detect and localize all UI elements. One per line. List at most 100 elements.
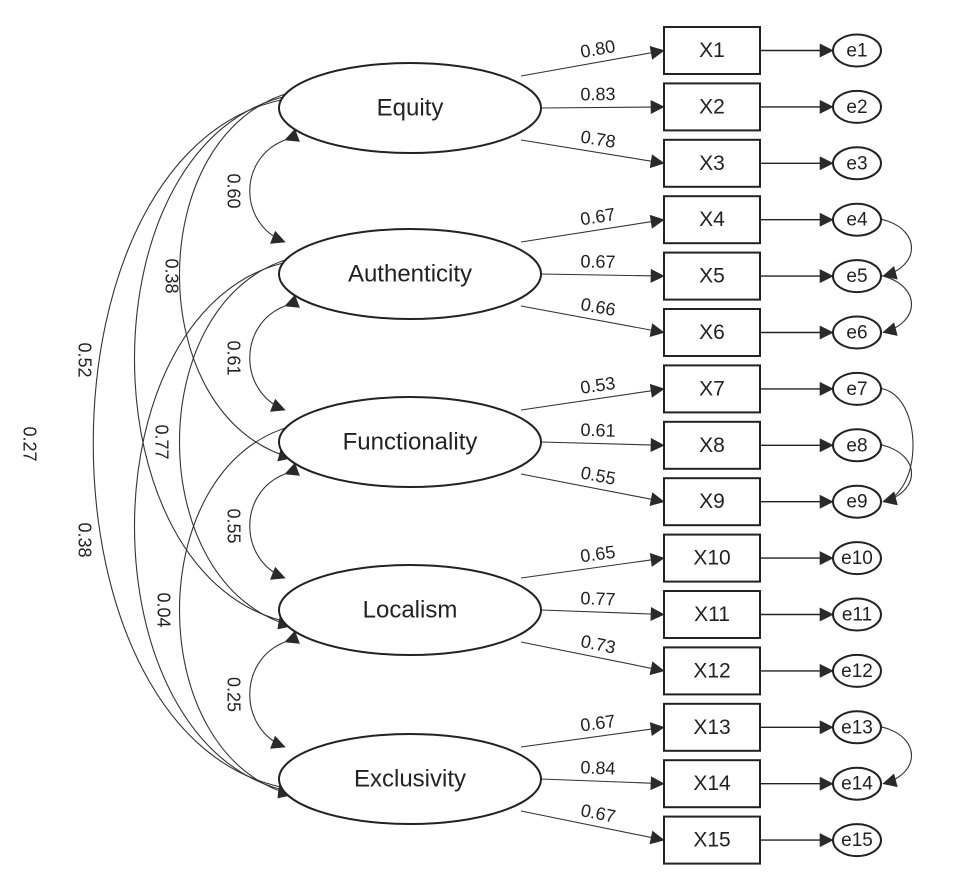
loading-path-X8 <box>540 437 665 452</box>
error-covariance-e13-e14 <box>868 717 912 788</box>
loading-path-X7 <box>520 383 665 411</box>
indicator-label-X1: X1 <box>699 39 725 62</box>
error-label-e11: e11 <box>842 605 872 626</box>
indicator-label-X10: X10 <box>693 547 730 570</box>
error-label-e6: e6 <box>846 323 867 344</box>
error-label-e1: e1 <box>846 41 867 62</box>
indicator-box-X13 <box>663 702 761 752</box>
error-label-e4: e4 <box>846 210 868 231</box>
error-label-e2: e2 <box>846 97 867 118</box>
correlation-path-functionality-localism <box>249 462 300 580</box>
indicator-box-X14 <box>663 759 761 809</box>
error-label-e10: e10 <box>841 548 873 569</box>
loading-value-X15: 0.67 <box>579 800 617 827</box>
loading-value-X11: 0.77 <box>580 588 616 609</box>
loading-path-X14 <box>540 776 665 791</box>
loading-path-X15 <box>520 810 665 845</box>
correlation-path-authenticity-functionality <box>249 294 300 412</box>
error-label-e9: e9 <box>846 492 867 513</box>
loading-path-X11 <box>540 607 665 622</box>
error-term-e13 <box>832 710 882 745</box>
error-covariance-layer <box>868 209 914 788</box>
error-label-e5: e5 <box>846 266 867 287</box>
loading-path-X2 <box>540 100 665 115</box>
latent-label-localism: Localism <box>363 596 458 623</box>
loading-value-X6: 0.66 <box>579 294 617 320</box>
indicator-label-X7: X7 <box>699 377 725 400</box>
correlation-value-authenticity-functionality: 0.61 <box>223 340 243 375</box>
loading-path-X10 <box>520 552 665 579</box>
error-term-e14 <box>832 766 882 801</box>
error-term-e10 <box>832 541 882 576</box>
indicator-box-X10 <box>663 533 761 583</box>
correlation-path-authenticity-localism <box>179 247 307 630</box>
latent-label-exclusivity: Exclusivity <box>354 765 466 792</box>
correlation-value-authenticity-exclusivity: 0.38 <box>74 522 94 557</box>
indicator-box-X8 <box>663 420 761 470</box>
correlation-path-authenticity-exclusivity <box>133 251 307 797</box>
indicator-label-X12: X12 <box>693 659 730 682</box>
correlation-value-localism-exclusivity: 0.25 <box>223 677 243 712</box>
node-layer: EquityAuthenticityFunctionalityLocalismE… <box>278 26 882 865</box>
correlation-value-functionality-exclusivity: 0.04 <box>153 592 173 627</box>
indicator-label-X13: X13 <box>693 716 730 739</box>
error-label-e13: e13 <box>841 717 873 738</box>
indicator-label-X11: X11 <box>694 603 730 626</box>
loading-path-X4 <box>520 214 665 243</box>
indicator-box-X3 <box>663 138 761 188</box>
loading-value-X13: 0.67 <box>579 711 616 736</box>
indicator-label-X5: X5 <box>699 265 725 288</box>
loading-value-X12: 0.73 <box>579 631 617 658</box>
loading-path-X3 <box>520 139 665 169</box>
error-covariance-e5-e6 <box>868 265 912 336</box>
coefficient-label-layer: 0.600.610.550.250.380.770.040.520.380.27… <box>19 36 617 827</box>
error-label-e8: e8 <box>846 435 867 456</box>
correlation-path-functionality-exclusivity <box>179 415 307 799</box>
error-term-e8 <box>832 428 882 463</box>
error-label-e7: e7 <box>846 379 867 400</box>
loading-value-X2: 0.83 <box>580 84 615 104</box>
loading-value-X7: 0.53 <box>579 373 617 398</box>
error-term-e9 <box>832 484 882 519</box>
correlation-path-localism-exclusivity <box>249 630 300 749</box>
correlation-path-equity-functionality <box>179 81 307 462</box>
loading-value-X10: 0.65 <box>579 542 616 567</box>
indicator-box-X6 <box>663 308 761 357</box>
error-covariance-e4-e5 <box>868 209 912 280</box>
latent-label-functionality: Functionality <box>343 428 478 455</box>
error-term-e12 <box>832 653 882 688</box>
latent-exclusivity <box>278 733 542 825</box>
indicator-label-X4: X4 <box>699 208 725 231</box>
loading-value-X8: 0.61 <box>580 420 616 441</box>
indicator-box-X7 <box>663 364 761 414</box>
loading-value-X1: 0.80 <box>579 36 617 62</box>
indicator-box-X11 <box>663 590 761 639</box>
error-label-e12: e12 <box>841 661 873 682</box>
loading-path-X9 <box>520 473 665 507</box>
error-term-e1 <box>832 33 882 68</box>
error-term-e4 <box>832 202 882 237</box>
error-term-e11 <box>832 597 882 632</box>
loading-value-X9: 0.55 <box>579 463 617 489</box>
correlation-value-authenticity-localism: 0.77 <box>151 424 171 459</box>
error-label-e3: e3 <box>846 153 867 174</box>
indicator-box-X9 <box>663 477 761 527</box>
indicator-box-X2 <box>663 82 761 132</box>
correlation-value-equity-exclusivity: 0.27 <box>19 426 39 461</box>
loading-value-X5: 0.67 <box>580 251 615 272</box>
loading-path-X12 <box>520 641 665 676</box>
correlation-value-equity-localism: 0.52 <box>74 342 94 377</box>
indicator-box-X5 <box>663 251 761 301</box>
correlation-path-equity-localism <box>133 85 307 628</box>
indicator-label-X15: X15 <box>693 829 730 852</box>
correlation-value-equity-authenticity: 0.60 <box>223 173 243 208</box>
indicator-label-X3: X3 <box>699 152 725 175</box>
loading-value-X4: 0.67 <box>579 204 617 229</box>
indicator-box-X15 <box>663 815 761 865</box>
loading-path-X1 <box>520 45 665 77</box>
latent-label-authenticity: Authenticity <box>348 260 472 287</box>
latent-authenticity <box>278 228 542 320</box>
loading-path-X6 <box>520 305 665 337</box>
error-label-e14: e14 <box>841 774 873 795</box>
